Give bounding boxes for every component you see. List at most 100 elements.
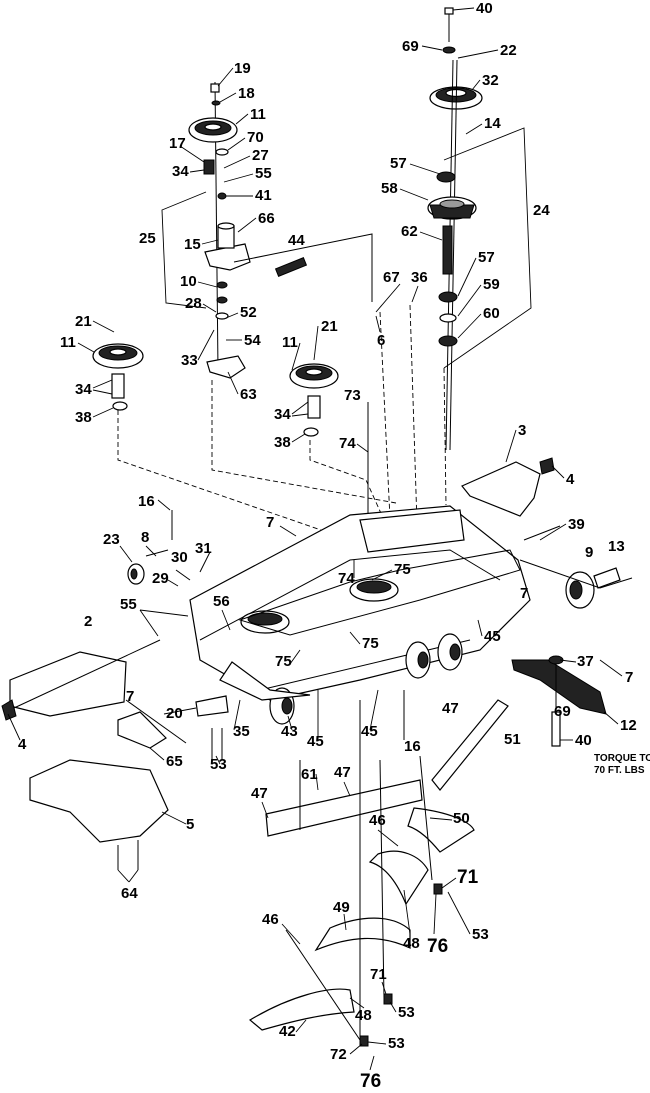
callout-55-top: 55 bbox=[255, 165, 272, 182]
callout-22: 22 bbox=[500, 42, 517, 59]
part-drawing bbox=[1, 7, 633, 1047]
callout-11-top-left: 11 bbox=[250, 106, 266, 123]
callout-34-left: 34 bbox=[75, 381, 92, 398]
callout-45-right: 45 bbox=[484, 628, 501, 645]
callout-53-left: 53 bbox=[210, 756, 227, 773]
callout-7-far-right: 7 bbox=[625, 669, 633, 686]
callout-25: 25 bbox=[139, 230, 156, 247]
leader-lines bbox=[7, 7, 623, 1071]
callout-47-middle: 47 bbox=[334, 764, 351, 781]
callout-23: 23 bbox=[103, 531, 120, 548]
callout-61: 61 bbox=[301, 766, 318, 783]
callout-69-bottom: 69 bbox=[554, 703, 571, 720]
callout-63: 63 bbox=[240, 386, 257, 403]
callout-73: 73 bbox=[344, 387, 361, 404]
callout-56: 56 bbox=[213, 593, 230, 610]
callout-labels: 40 69 22 32 14 24 57 58 62 57 59 60 19 1… bbox=[18, 0, 650, 1092]
callout-74-upper: 74 bbox=[339, 435, 356, 452]
callout-18: 18 bbox=[238, 85, 255, 102]
callout-4-right: 4 bbox=[566, 471, 575, 488]
callout-37: 37 bbox=[577, 653, 594, 670]
callout-21-middle: 21 bbox=[321, 318, 338, 335]
callout-53-right: 53 bbox=[472, 926, 489, 943]
callout-47-left: 47 bbox=[251, 785, 268, 802]
callout-64: 64 bbox=[121, 885, 138, 902]
callout-74-lower: 74 bbox=[338, 570, 355, 587]
callout-45-left: 45 bbox=[307, 733, 324, 750]
callout-48-lower: 48 bbox=[355, 1007, 372, 1024]
callout-55-left: 55 bbox=[120, 596, 137, 613]
callout-46-lower: 46 bbox=[262, 911, 279, 928]
callout-66: 66 bbox=[258, 210, 275, 227]
callout-7-left: 7 bbox=[126, 688, 134, 705]
callout-16-upper: 16 bbox=[138, 493, 155, 510]
callout-11-left: 11 bbox=[60, 334, 76, 351]
callout-14: 14 bbox=[484, 115, 501, 132]
callout-43: 43 bbox=[281, 723, 298, 740]
callout-13: 13 bbox=[608, 538, 625, 555]
callout-39: 39 bbox=[568, 516, 585, 533]
callout-53-lower: 53 bbox=[398, 1004, 415, 1021]
callout-20: 20 bbox=[166, 705, 183, 722]
callout-75-middle: 75 bbox=[362, 635, 379, 652]
callout-15: 15 bbox=[184, 236, 201, 253]
callout-3: 3 bbox=[518, 422, 526, 439]
callout-62: 62 bbox=[401, 223, 418, 240]
callout-33: 33 bbox=[181, 352, 198, 369]
callout-76-bottom: 76 bbox=[360, 1071, 381, 1092]
callout-2: 2 bbox=[84, 613, 92, 630]
callout-38-left: 38 bbox=[75, 409, 92, 426]
callout-65: 65 bbox=[166, 753, 183, 770]
callout-41: 41 bbox=[255, 187, 272, 204]
callout-47-right: 47 bbox=[442, 700, 459, 717]
callout-59: 59 bbox=[483, 276, 500, 293]
callout-48-upper: 48 bbox=[403, 935, 420, 952]
callout-67: 67 bbox=[383, 269, 400, 286]
callout-8: 8 bbox=[141, 529, 149, 546]
callout-40-top: 40 bbox=[476, 0, 493, 17]
callout-60: 60 bbox=[483, 305, 500, 322]
callout-57-upper: 57 bbox=[390, 155, 407, 172]
callout-44: 44 bbox=[288, 232, 305, 249]
torque-note-line2: 70 FT. LBS bbox=[594, 765, 645, 776]
torque-note-line1: TORQUE TO bbox=[594, 753, 650, 764]
callout-72: 72 bbox=[330, 1046, 347, 1063]
callout-21-left: 21 bbox=[75, 313, 92, 330]
callout-24: 24 bbox=[533, 202, 550, 219]
callout-10: 10 bbox=[180, 273, 197, 290]
callout-28: 28 bbox=[185, 295, 202, 312]
callout-27: 27 bbox=[252, 147, 269, 164]
callout-49: 49 bbox=[333, 899, 350, 916]
callout-5: 5 bbox=[186, 816, 194, 833]
callout-9: 9 bbox=[585, 544, 593, 561]
callout-40-bottom: 40 bbox=[575, 732, 592, 749]
callout-54: 54 bbox=[244, 332, 261, 349]
callout-19: 19 bbox=[234, 60, 251, 77]
callout-35: 35 bbox=[233, 723, 250, 740]
callout-34-middle: 34 bbox=[274, 406, 291, 423]
callout-45-middle: 45 bbox=[361, 723, 378, 740]
callout-4-left: 4 bbox=[18, 736, 27, 753]
callout-31: 31 bbox=[195, 540, 212, 557]
callout-57-lower: 57 bbox=[478, 249, 495, 266]
callout-42: 42 bbox=[279, 1023, 296, 1040]
callout-76-upper: 76 bbox=[427, 936, 448, 957]
callout-71-upper: 71 bbox=[457, 867, 479, 888]
callout-7-right: 7 bbox=[520, 585, 528, 602]
callout-17: 17 bbox=[169, 135, 186, 152]
callout-71-lower: 71 bbox=[370, 966, 387, 983]
callout-70: 70 bbox=[247, 129, 264, 146]
callout-38-middle: 38 bbox=[274, 434, 291, 451]
callout-12: 12 bbox=[620, 717, 637, 734]
callout-51: 51 bbox=[504, 731, 521, 748]
callout-52: 52 bbox=[240, 304, 257, 321]
callout-69-top: 69 bbox=[402, 38, 419, 55]
callout-36: 36 bbox=[411, 269, 428, 286]
callout-50: 50 bbox=[453, 810, 470, 827]
callout-53-bottom: 53 bbox=[388, 1035, 405, 1052]
callout-46-upper: 46 bbox=[369, 812, 386, 829]
callout-6: 6 bbox=[377, 332, 385, 349]
callout-75-right: 75 bbox=[394, 561, 411, 578]
